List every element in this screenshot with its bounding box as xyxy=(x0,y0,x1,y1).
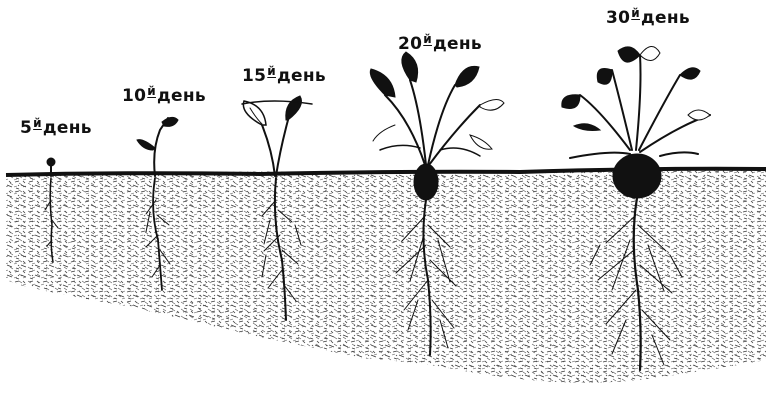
stage-day-suffix: й xyxy=(423,32,432,46)
stage-day-number: 10 xyxy=(122,86,146,106)
soil xyxy=(6,170,766,383)
stage-label-day-30: 30йдень xyxy=(606,10,690,27)
stage-label-day-5: 5йдень xyxy=(20,120,92,137)
stage-day-suffix: й xyxy=(267,64,276,78)
stage-label-day-15: 15йдень xyxy=(242,68,326,85)
stage-label-day-20: 20йдень xyxy=(398,36,482,53)
stage-day-suffix: й xyxy=(631,6,640,20)
stage-label-day-10: 10йдень xyxy=(122,88,206,105)
stage-day-number: 20 xyxy=(398,34,422,54)
stage-day-number: 15 xyxy=(242,66,266,86)
stage-day-unit: день xyxy=(43,118,92,138)
stage-day-unit: день xyxy=(433,34,482,54)
stage-day-suffix: й xyxy=(33,116,42,130)
stage-day-number: 5 xyxy=(20,118,32,138)
stage-day-unit: день xyxy=(157,86,206,106)
stage-day-unit: день xyxy=(277,66,326,86)
stage-day-number: 30 xyxy=(606,8,630,28)
stage-day-suffix: й xyxy=(147,84,156,98)
stage-day-unit: день xyxy=(641,8,690,28)
